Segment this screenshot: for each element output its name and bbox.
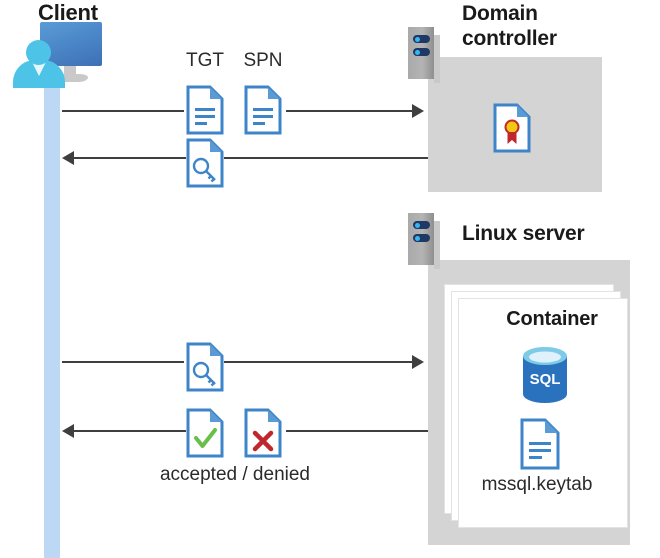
accepted-denied-caption: accepted / denied	[159, 464, 310, 485]
domain-controller-title-line2: controller	[462, 26, 557, 50]
message-2-line-left	[74, 157, 186, 159]
message-2-arrowhead	[62, 151, 74, 165]
sql-label: SQL	[530, 371, 561, 388]
message-3-line-left	[62, 361, 184, 363]
message-2-line-right	[224, 157, 428, 159]
person-head-icon	[26, 40, 51, 65]
certificate-document-icon	[493, 103, 531, 153]
message-1-arrowhead	[412, 104, 424, 118]
monitor-screen-icon	[40, 22, 102, 66]
sql-database-icon: SQL	[520, 346, 570, 404]
linux-server-title: Linux server	[462, 222, 585, 245]
spn-document-icon	[244, 85, 282, 135]
keytab-document-icon	[520, 418, 560, 470]
monitor-base-icon	[52, 74, 88, 82]
message-3-arrowhead	[412, 355, 424, 369]
domain-controller-title-line1: Domain	[462, 2, 538, 25]
tgt-document-icon	[186, 85, 224, 135]
domain-controller-title: Domain controller	[462, 2, 632, 52]
message-1-line-right	[286, 110, 412, 112]
spn-label: SPN	[243, 50, 283, 71]
accepted-document-icon	[186, 408, 224, 458]
keytab-filename-label: mssql.keytab	[481, 474, 593, 495]
message-4-line-right	[286, 430, 428, 432]
domain-controller-server-rack-icon	[408, 27, 440, 83]
tgt-label: TGT	[186, 50, 224, 71]
container-card-front	[458, 298, 628, 528]
monitor-neck-icon	[64, 66, 76, 76]
message-1-line-left	[62, 110, 184, 112]
denied-document-icon	[244, 408, 282, 458]
container-title: Container	[506, 308, 598, 330]
linux-server-rack-icon	[408, 213, 440, 269]
client-workstation-icon	[10, 22, 110, 88]
message-3-line-right	[224, 361, 412, 363]
message-4-arrowhead	[62, 424, 74, 438]
client-title: Client	[38, 0, 98, 25]
message-4-line-left	[74, 430, 186, 432]
key-document-icon-upstream	[186, 342, 224, 392]
client-lifeline	[44, 68, 60, 558]
key-document-icon-downstream	[186, 138, 224, 188]
